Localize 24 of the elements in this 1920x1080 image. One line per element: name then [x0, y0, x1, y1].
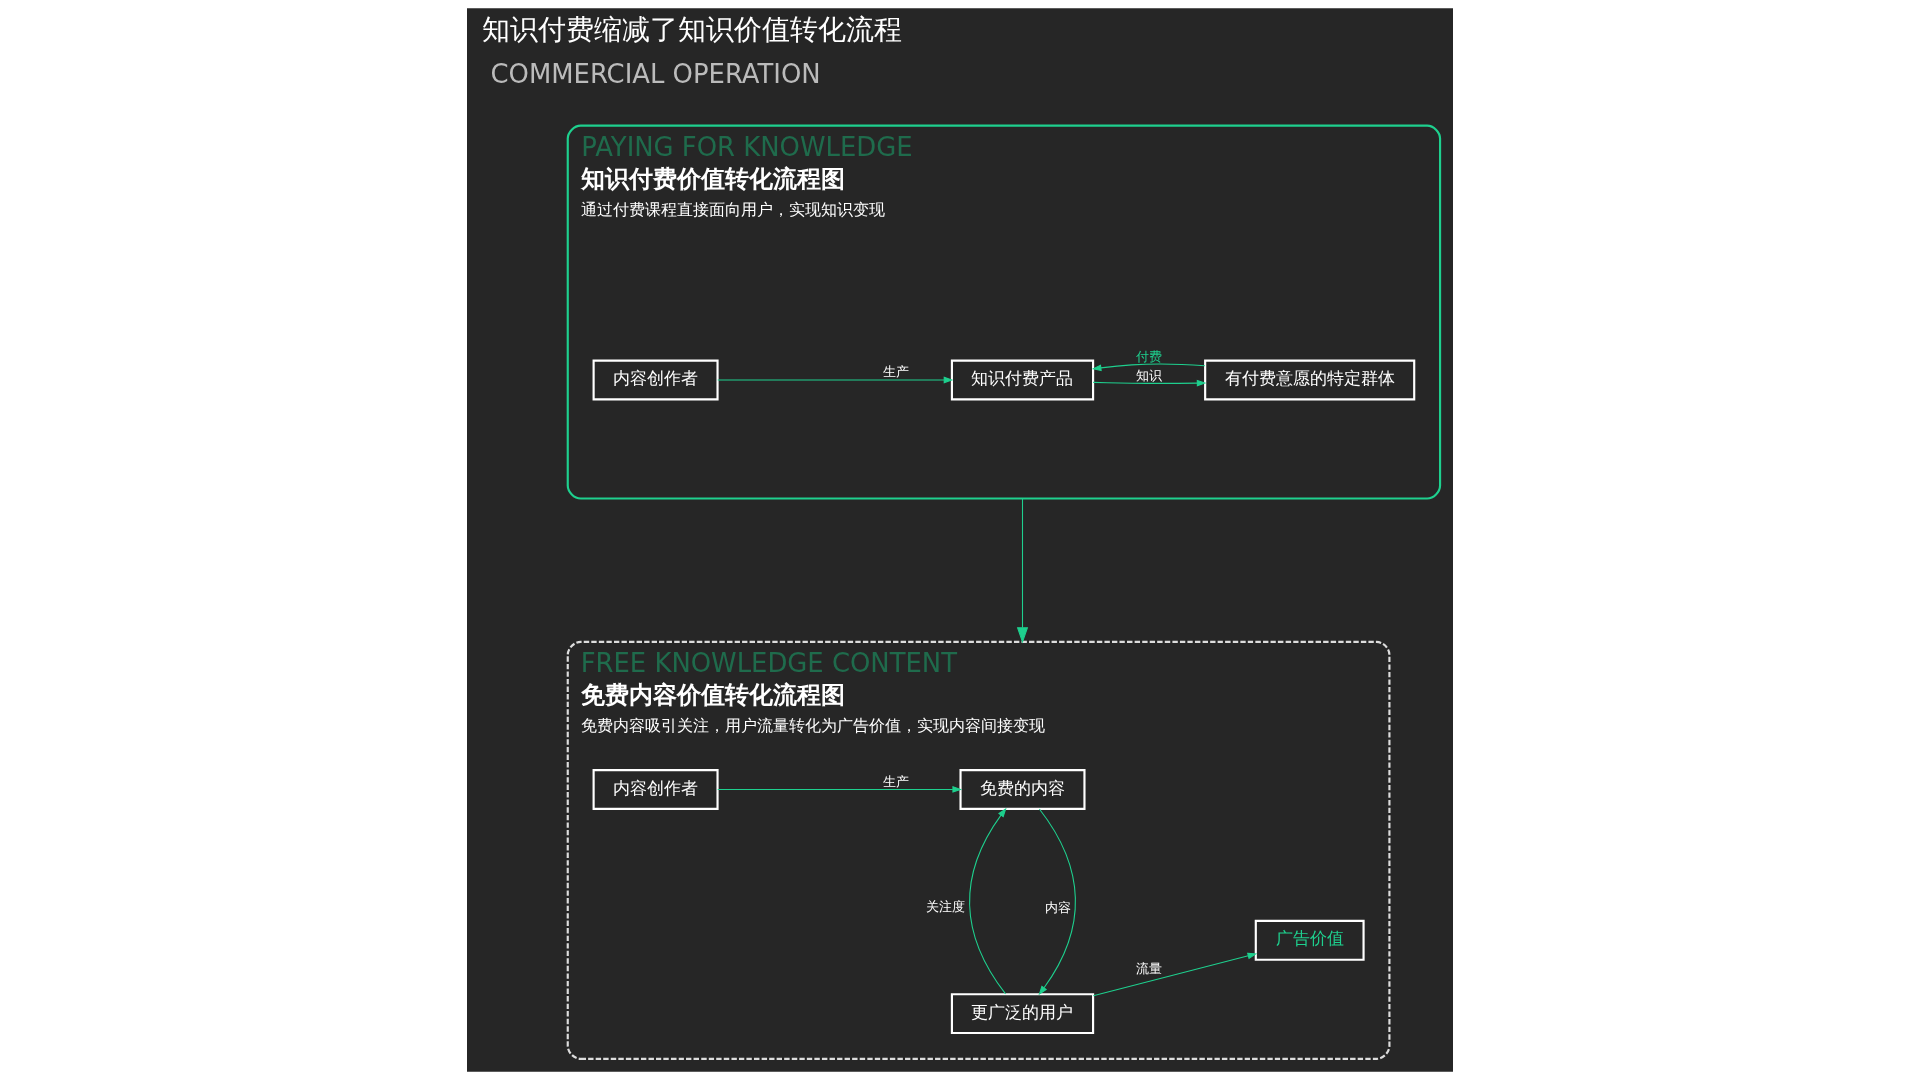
edge-label: 生产 — [882, 364, 909, 380]
node-box: 内容创作者 — [592, 769, 719, 810]
diagram-title: 知识付费缩减了知识价值转化流程 — [482, 13, 903, 47]
arrow — [1016, 497, 1029, 644]
node-box: 内容创作者 — [592, 359, 719, 401]
arrow — [1091, 363, 1206, 372]
arrow — [1038, 808, 1076, 996]
node-box: 有付费意愿的特定群体 — [1204, 359, 1416, 401]
edge-label: 流量 — [1136, 961, 1163, 977]
edge-label: 生产 — [882, 773, 909, 789]
edge-label: 知识 — [1136, 367, 1163, 383]
arrow — [1092, 952, 1258, 997]
edge-label: 关注度 — [926, 899, 966, 915]
node-box: 广告价值 — [1254, 919, 1365, 961]
arrow — [969, 807, 1007, 995]
node-box: 更广泛的用户 — [950, 993, 1095, 1035]
arrow — [717, 786, 963, 793]
node-box: 知识付费产品 — [950, 359, 1095, 401]
edge-label: 内容 — [1045, 900, 1072, 916]
node-box: 免费的内容 — [959, 769, 1086, 810]
arrow — [1092, 379, 1207, 387]
label: COMMERCIAL OPERATION — [490, 58, 821, 89]
edge-label: 付费 — [1136, 349, 1163, 365]
arrow — [717, 376, 954, 384]
